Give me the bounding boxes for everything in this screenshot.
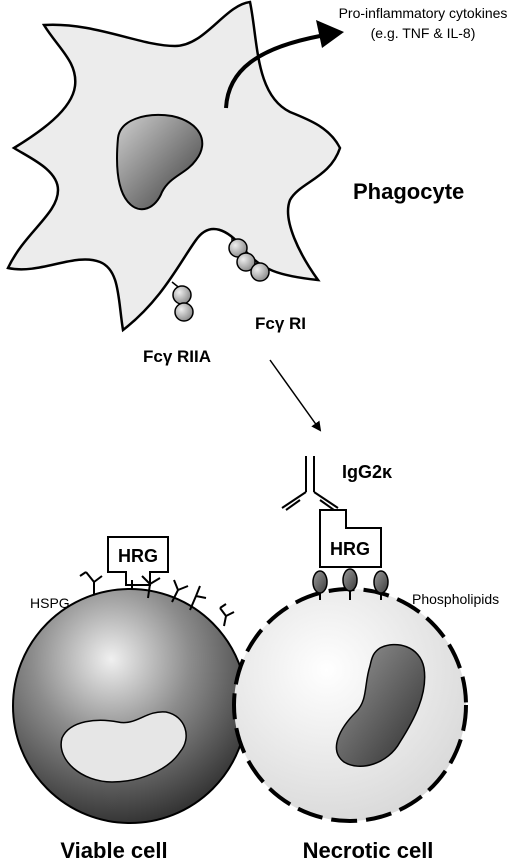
fcgri-receptor <box>228 236 270 282</box>
fcgriia-receptor <box>171 281 194 322</box>
fcgri-label: Fcγ RI <box>255 314 306 333</box>
cytokines-line2: (e.g. TNF & IL-8) <box>371 25 476 41</box>
hspg-label: HSPG <box>30 595 70 611</box>
viable-cell-nucleus <box>60 711 187 783</box>
phospholipids <box>312 568 389 600</box>
phospholipids-label: Phospholipids <box>412 591 499 607</box>
binding-arrow <box>269 359 322 432</box>
necrotic-cell-nucleus <box>335 643 426 767</box>
necrotic-cell <box>232 587 468 823</box>
phagocyte-nucleus <box>116 114 204 211</box>
viable-cell-label: Viable cell <box>60 838 167 863</box>
cytokine-arrow <box>224 34 321 109</box>
hrg-necrotic: HRG <box>319 509 382 568</box>
phagocyte <box>6 0 342 333</box>
igg-antibody <box>281 456 339 511</box>
cytokine-arrow-head <box>316 20 344 48</box>
hspg-chains <box>79 571 235 627</box>
cytokines-line1: Pro-inflammatory cytokines <box>339 5 508 21</box>
necrotic-cell-label: Necrotic cell <box>303 838 434 863</box>
necrotic-cell-body <box>232 587 468 823</box>
hrg-viable-label: HRG <box>118 546 158 566</box>
viable-cell <box>12 588 248 824</box>
antibody-label: IgG2κ <box>342 462 393 482</box>
fcgriia-label: Fcγ RIIA <box>143 347 211 366</box>
viable-cell-body <box>12 588 248 824</box>
phagocyte-label: Phagocyte <box>353 179 464 204</box>
hrg-necrotic-label: HRG <box>330 539 370 559</box>
hrg-viable: HRG <box>107 536 169 586</box>
